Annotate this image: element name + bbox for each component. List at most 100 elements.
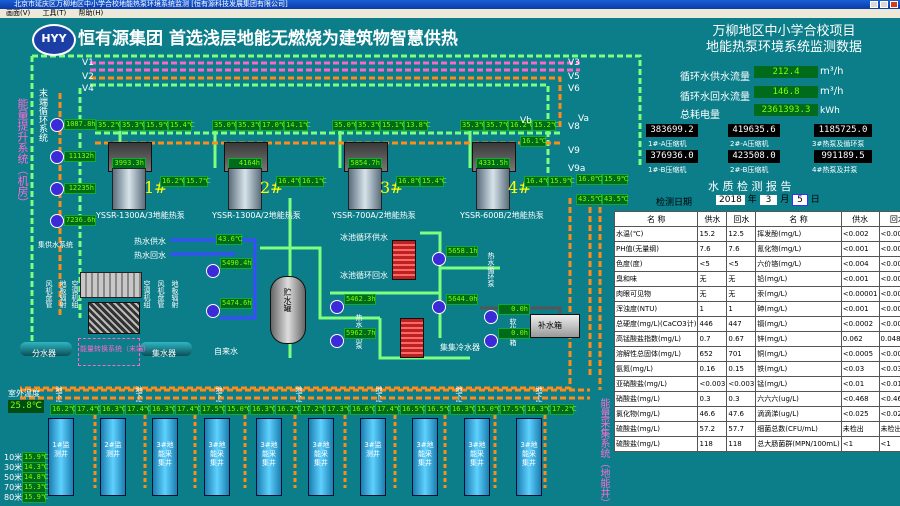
well-temp: 17.4℃ [75,404,102,415]
ground-well-3[interactable]: 3#地能采集井 [152,418,178,496]
meter-1a-label: 1#-A压缩机 [648,140,687,148]
hw-pump-5-icon[interactable] [432,252,446,266]
hw-pump-1-hours: 5490.4h [220,258,252,269]
table-cell: 652 [697,346,728,362]
table-cell: <0.001 [878,301,900,317]
ground-well-5[interactable]: 3#地能采集井 [256,418,282,496]
ground-well-9[interactable]: 3#地能采集井 [464,418,490,496]
well-temp: 17.4℃ [175,404,202,415]
meter-3hp-label: 3#热泵及循环泵 [812,140,865,148]
well-monitor-label: 地下监测装置 [214,386,224,402]
valve-v9: V9 [568,146,580,156]
menu-tools[interactable]: 工具(T) [42,9,67,17]
report-day[interactable]: 5 [792,194,808,206]
report-date-label: 检测日期 [656,198,693,208]
hw-pump-8-icon[interactable] [484,334,498,348]
menu-view[interactable]: 画面(V) [6,9,31,17]
company-title: 恒有源集团 首选浅层地能无燃烧为建筑物智慧供热 [78,29,458,49]
table-cell: <0.0002 [840,316,880,332]
table-cell: 氰化物(mg/L) [755,241,842,257]
meter-1a: 383699.2 [646,124,698,137]
table-cell: 1 [697,301,728,317]
hw-pump-5-hours: 5658.1h [446,246,478,257]
heat-pump-2-body[interactable] [228,168,262,210]
table-cell: 硫酸盐(mg/L) [613,421,699,437]
table-cell: <0.002 [878,226,900,242]
table-cell: 汞(mg/L) [755,286,842,302]
table-cell: 0.67 [726,331,757,347]
table-cell: <0.03 [878,361,900,377]
hw-pump-4-icon[interactable] [330,334,344,348]
power-unit: kWh [820,106,840,116]
table-cell: 挥发酚(mg/L) [755,226,842,242]
heat-pump-3-label: YSSR-700A/2地能热泵 [332,211,416,220]
end-pump-2-icon[interactable] [50,150,64,164]
hp-low-temp: 15.7℃ [184,176,211,187]
hw-pump-3-icon[interactable] [330,300,344,314]
power-value: 2361393.3 [754,104,818,116]
well-temp: 17.5℃ [200,404,227,415]
table-cell: 总硬度(mg/L)(CaCO3计) [613,316,699,332]
hw-pump-2-icon[interactable] [206,304,220,318]
valve-v8: V8 [568,122,580,132]
meter-2a-label: 2#-A压缩机 [730,140,769,148]
table-cell: <0.003 [697,376,728,392]
hp-low-temp: 16.8℃ [396,176,423,187]
table-cell: 0.062 [840,331,880,347]
hw-pump-7-icon[interactable] [484,310,498,324]
hp-low-temp: 16.2℃ [160,176,187,187]
well-temp: 17.3℃ [325,404,352,415]
maximize-button[interactable] [880,1,888,8]
close-button[interactable] [890,1,898,8]
hp-temp: 35.2℃ [96,120,123,131]
minimize-button[interactable] [870,1,878,8]
project-title-line1: 万柳地区中小学合校项目 [712,24,856,39]
well-temp: 16.3℃ [525,404,552,415]
hp-temp: 35.3℃ [120,120,147,131]
well-temp: 15.0℃ [225,404,252,415]
table-row: 浑浊度(NTU)11砷(mg/L)<0.001<0.001 [613,301,900,317]
ground-well-1[interactable]: 1#监测井 [48,418,74,496]
ground-well-2[interactable]: 2#监测井 [100,418,126,496]
hw-pump-1-icon[interactable] [206,264,220,278]
water-tank [530,314,580,338]
end-pump-4-icon[interactable] [50,214,64,228]
heat-pump-1-body[interactable] [112,168,146,210]
menu-help[interactable]: 帮助(H) [78,9,104,17]
hp-temp: 15.4℃ [168,120,195,131]
table-cell: 118 [726,436,757,452]
hw-pump-3-hours: 5462.3h [344,294,376,305]
hw-pump-6-icon[interactable] [432,300,446,314]
table-cell: <0.01 [840,376,880,392]
table-cell: 亚硝酸盐(mg/L) [613,376,699,392]
table-cell: 肉眼可见物 [613,286,699,302]
end-pump-3-icon[interactable] [50,182,64,196]
scada-canvas: HYY 恒有源集团 首选浅层地能无燃烧为建筑物智慧供热 万柳地区中小学合校项目 … [0,18,900,506]
heat-pump-4-body[interactable] [476,168,510,210]
energy-collection-label: 能量采集系统（地能井） [598,398,609,506]
company-logo: HYY [32,24,76,56]
hw-pump-8-hours: 0.0h [498,328,530,339]
heat-pump-3-body[interactable] [348,168,382,210]
distributor-label: 分水器 [32,349,56,358]
end-pump-1-icon[interactable] [50,118,64,132]
meter-2b-label: 2#-B压缩机 [730,166,769,174]
supply-flow-label: 循环水供水流量 [680,72,750,83]
valve-v6: V6 [568,84,580,94]
ground-well-6[interactable]: 3#地能采集井 [308,418,334,496]
ground-well-4[interactable]: 3#地能采集井 [204,418,230,496]
ground-well-10[interactable]: 3#地能采集井 [516,418,542,496]
table-cell: 色度(度) [613,256,699,272]
ground-well-8[interactable]: 3#地能采集井 [412,418,438,496]
well-temp: 16.2℃ [50,404,77,415]
ground-well-7[interactable]: 3#监测井 [360,418,386,496]
table-cell: 0.16 [697,361,728,377]
table-cell: 47.6 [726,406,757,422]
well-temp: 16.3℃ [150,404,177,415]
hp-temp: 35.0℃ [212,120,239,131]
energy-lift-system-label: 能量提升系统（机房） [16,98,29,208]
